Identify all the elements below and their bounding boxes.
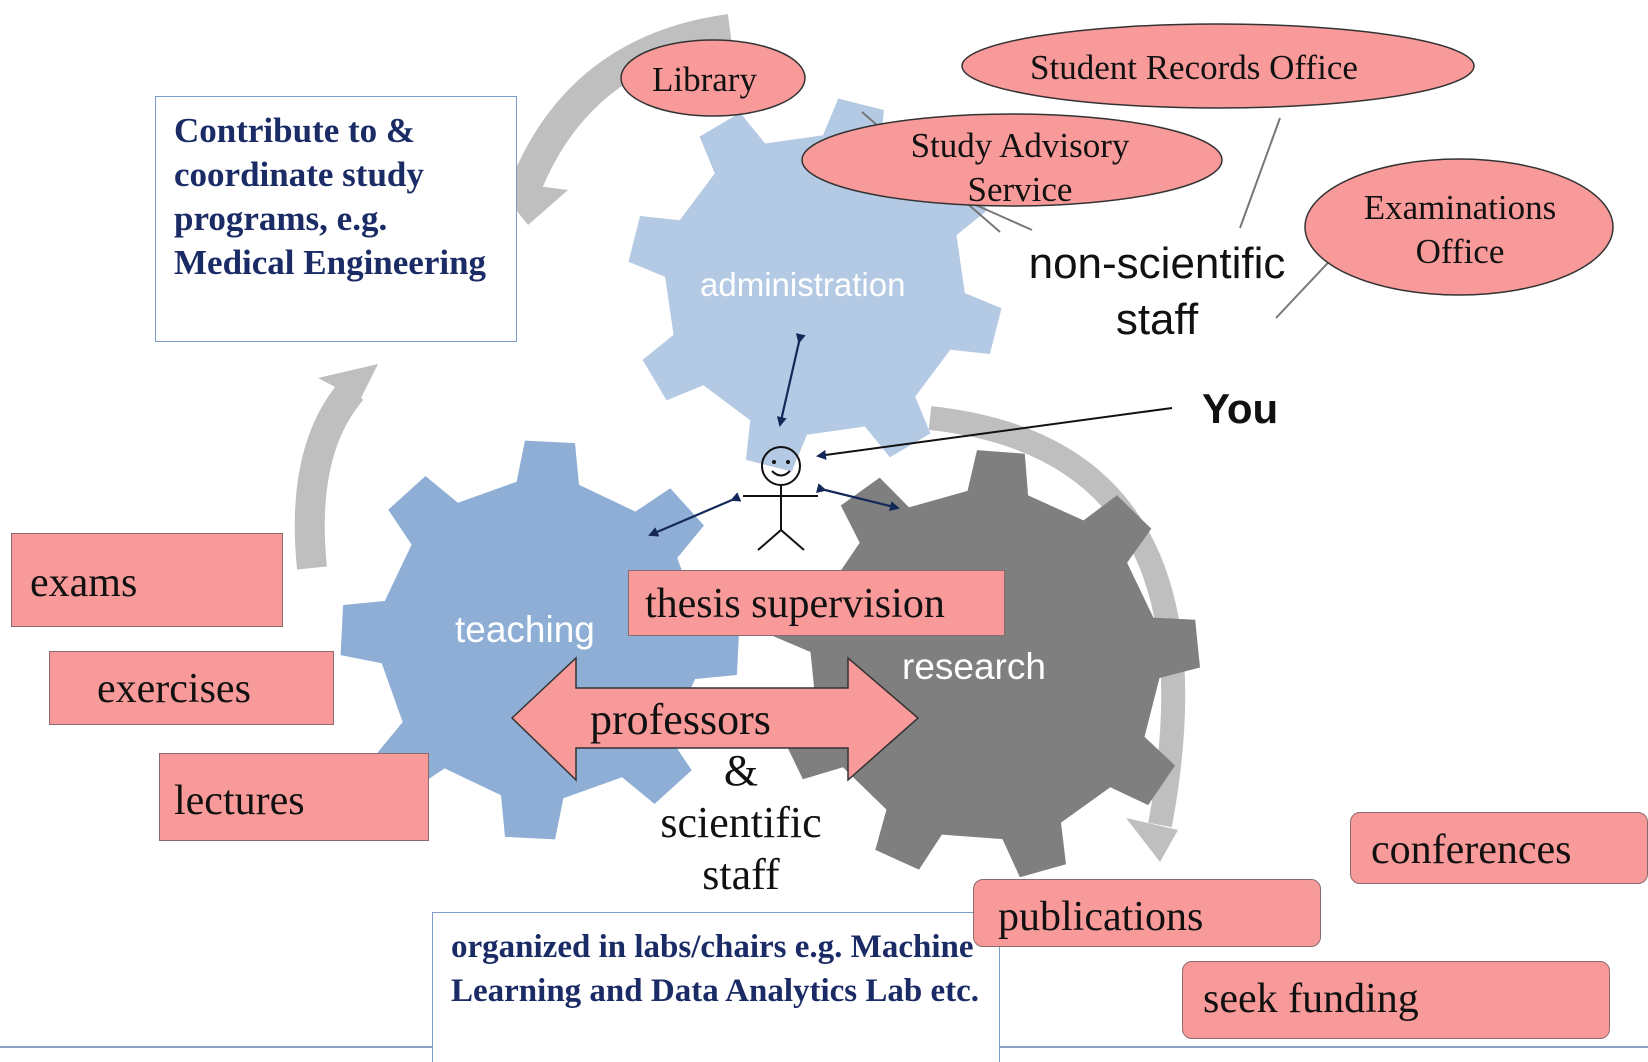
gear-research-shape [772,450,1200,878]
person-connectors [648,333,900,537]
study-advisory-label: Study Advisory Service [870,124,1170,212]
examinations-bubble [1304,158,1614,296]
student-records-label: Student Records Office [1030,48,1358,87]
exercises-box: exercises [49,651,334,725]
scientific-line: scientific [660,798,822,847]
gear-label-teaching: teaching [455,609,595,650]
lectures-box: lectures [159,753,429,841]
thesis-supervision-text: thesis supervision [645,581,945,627]
non-scientific-staff-label: non-scientific staff [1012,236,1302,348]
cycle-arrow-left [294,364,378,570]
lectures-text: lectures [174,778,305,824]
scientific-staff-label: & scientific staff [616,745,866,901]
gear-label-research: research [902,646,1046,687]
publications-box: publications [973,879,1321,947]
staff-line: staff [702,850,780,899]
conferences-text: conferences [1371,827,1572,873]
contribute-box: Contribute to & coordinate study program… [155,96,517,342]
seek-funding-text: seek funding [1203,976,1419,1022]
library-bubble [620,39,806,117]
conferences-box: conferences [1350,812,1648,884]
gear-label-administration: administration [700,266,906,303]
you-pointer-line [816,407,1173,460]
publications-text: publications [998,894,1204,940]
non-scientific-line2: staff [1115,295,1199,344]
study-advisory-bubble [801,113,1223,207]
library-label: Library [652,60,757,99]
exams-box: exams [11,533,283,627]
seek-funding-box: seek funding [1182,961,1610,1039]
labs-box: organized in labs/chairs e.g. Machine Le… [432,912,1000,1062]
exercises-text: exercises [97,666,251,712]
study-advisory-text: Study Advisory Service [910,126,1130,209]
stick-figure-icon [743,446,818,551]
professors-double-arrow [510,656,920,782]
examinations-text: Examinations Office [1363,188,1557,271]
exams-text: exams [30,560,138,606]
examinations-label: Examinations Office [1335,186,1585,274]
professors-label: professors [590,695,771,744]
you-label: You [1202,385,1279,432]
contribute-text: Contribute to & coordinate study program… [174,111,487,282]
student-records-bubble [961,23,1475,109]
labs-text: organized in labs/chairs e.g. Machine Le… [451,929,980,1009]
non-scientific-line1: non-scientific [1028,239,1286,288]
thesis-supervision-box: thesis supervision [628,570,1005,636]
ampersand-line: & [723,746,759,795]
